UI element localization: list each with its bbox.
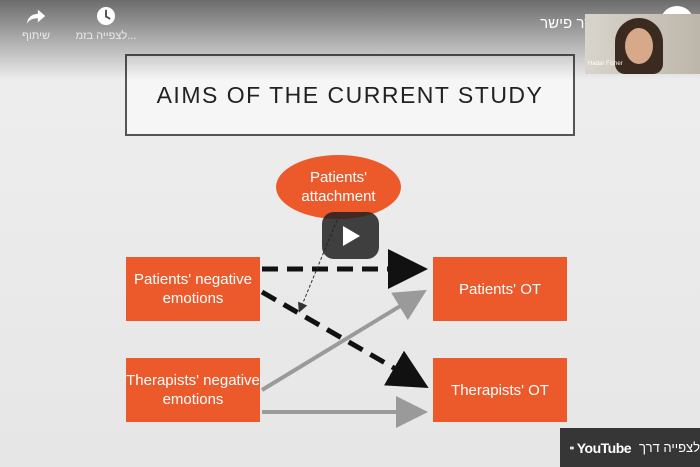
node-label: Therapists' OT xyxy=(451,381,549,399)
share-button[interactable]: שיתוף xyxy=(6,6,66,42)
webcam-person-face xyxy=(625,28,653,64)
slide-title: AIMS OF THE CURRENT STUDY xyxy=(156,81,544,108)
node-therapists-ot: Therapists' OT xyxy=(433,358,567,422)
youtube-brand: YouTube xyxy=(576,439,632,456)
share-label: שיתוף xyxy=(22,30,50,42)
share-icon xyxy=(26,9,46,24)
node-therapists-negative-emotions: Therapists' negative emotions xyxy=(126,358,260,422)
webcam-name: Hadar Fisher xyxy=(588,61,623,67)
node-patients-negative-emotions: Patients' negative emotions xyxy=(126,257,260,321)
top-overlay xyxy=(0,0,700,80)
youtube-logo-icon xyxy=(570,446,574,449)
arrow-tne-to-pot xyxy=(260,289,427,392)
arrow-pne-to-tot xyxy=(260,289,429,388)
watch-later-label: לצפייה בזמ... xyxy=(75,30,137,42)
play-button[interactable] xyxy=(322,212,379,259)
node-label: Patients' attachment xyxy=(301,169,376,205)
node-label: Patients' negative emotions xyxy=(134,271,252,307)
node-label: Patients' OT xyxy=(458,280,542,298)
clock-icon xyxy=(97,7,115,25)
play-icon xyxy=(342,225,360,246)
webcam-overlay: Hadar Fisher xyxy=(585,14,700,74)
watch-on-youtube-button[interactable]: YouTube לצפייה דרך xyxy=(560,428,700,467)
node-patients-attachment: Patients' attachment xyxy=(276,155,401,219)
node-label: Therapists' negative emotions xyxy=(126,372,260,408)
watch-later-button[interactable]: לצפייה בזמ... xyxy=(76,6,136,42)
watch-on-label: לצפייה דרך xyxy=(639,440,700,455)
node-patients-ot: Patients' OT xyxy=(433,257,567,321)
